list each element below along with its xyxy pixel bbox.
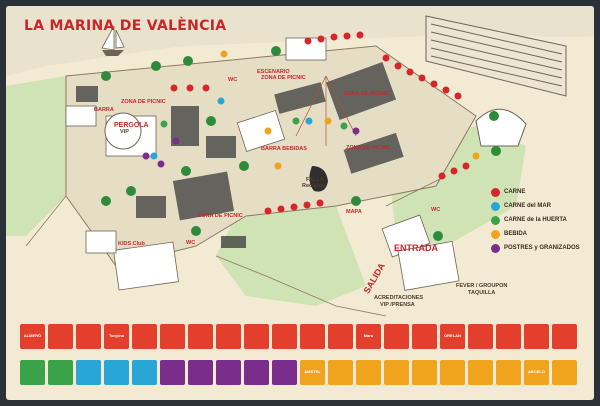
zona-picnic-label-1: ZONA DE PICNIC bbox=[121, 99, 166, 105]
wc-label-3: WC bbox=[431, 207, 441, 213]
sailboat-icon bbox=[101, 25, 125, 56]
sponsor-logo bbox=[412, 324, 437, 349]
sponsor-logo bbox=[496, 360, 521, 385]
map-legend: CARNE CARNE del MAR CARNE de la HUERTA B… bbox=[491, 186, 581, 256]
legend-item-postres: POSTRES y GRANIZADOS bbox=[491, 242, 581, 256]
kids-club-label: KIDS Club bbox=[118, 241, 145, 247]
mapa-label: MAPA bbox=[346, 209, 362, 215]
sponsor-logo: ALMERÓ bbox=[20, 324, 45, 349]
sponsor-logo bbox=[188, 324, 213, 349]
legend-label: CARNE de la HUERTA bbox=[504, 217, 567, 223]
legend-item-carne: CARNE bbox=[491, 186, 581, 200]
sponsor-logo bbox=[20, 360, 45, 385]
sponsor-logo bbox=[76, 360, 101, 385]
sponsor-logos: ALMERÓ Tonyina Maru ORELAN AMSTEL ABCELO bbox=[20, 324, 580, 396]
sponsor-logo bbox=[48, 324, 73, 349]
barra-bebidas-label: BARRA BEBIDAS bbox=[261, 146, 307, 152]
grass-center bbox=[216, 206, 366, 306]
falla-icon bbox=[309, 166, 328, 192]
legend-dot bbox=[491, 202, 500, 211]
sponsor-logo bbox=[412, 360, 437, 385]
sponsor-logo bbox=[216, 360, 241, 385]
sponsor-logo bbox=[552, 324, 577, 349]
sponsor-logo bbox=[384, 324, 409, 349]
legend-item-carne-huerta: CARNE de la HUERTA bbox=[491, 214, 581, 228]
legend-label: BEBIDA bbox=[504, 231, 528, 237]
legend-dot bbox=[491, 244, 500, 253]
vendor-dots bbox=[142, 31, 480, 215]
legend-item-bebida: BEBIDA bbox=[491, 228, 581, 242]
sponsor-logo bbox=[300, 324, 325, 349]
sponsor-logo bbox=[244, 360, 269, 385]
pergola-label: PERGOLA bbox=[114, 122, 149, 129]
sponsor-logo bbox=[132, 324, 157, 349]
sponsor-logo bbox=[552, 360, 577, 385]
zona-picnic-label-2: ZONA DE PICNIC bbox=[261, 75, 306, 81]
sponsor-logo bbox=[188, 360, 213, 385]
acreditaciones-label: ACREDITACIONES bbox=[374, 295, 424, 301]
sponsor-logo: ABCELO bbox=[524, 360, 549, 385]
wc-label-1: WC bbox=[228, 77, 238, 83]
sponsor-logo: ORELAN bbox=[440, 324, 465, 349]
falla-label: FALLA bbox=[306, 177, 324, 183]
grass-left bbox=[6, 76, 66, 236]
sponsor-logo bbox=[272, 324, 297, 349]
map-title: LA MARINA DE VALÈNCIA bbox=[24, 18, 227, 34]
sponsor-logo: AMSTEL bbox=[300, 360, 325, 385]
wc-label-2: WC bbox=[186, 240, 196, 246]
tent bbox=[475, 108, 527, 147]
sponsor-logo: Maru bbox=[356, 324, 381, 349]
falla-sub-label: Reciclaje bbox=[302, 183, 326, 189]
legend-dot bbox=[491, 188, 500, 197]
sponsor-logo bbox=[356, 360, 381, 385]
light-strings bbox=[295, 75, 357, 146]
sponsor-logo bbox=[496, 324, 521, 349]
escenario-label: ESCENARIO bbox=[257, 69, 290, 75]
legend-label: CARNE del MAR bbox=[504, 203, 552, 209]
pergola-dome bbox=[104, 112, 142, 150]
zona-picnic-label-5: ZONA DE PICNIC bbox=[198, 213, 243, 219]
sponsor-logo bbox=[524, 324, 549, 349]
sponsor-logo bbox=[132, 360, 157, 385]
barra-label: BARRA bbox=[94, 107, 114, 113]
entrada-label: ENTRADA bbox=[394, 243, 438, 253]
sponsor-logo bbox=[468, 324, 493, 349]
sponsor-logo bbox=[468, 360, 493, 385]
sponsor-logo bbox=[272, 360, 297, 385]
legend-label: POSTRES y GRANIZADOS bbox=[504, 245, 580, 251]
sponsor-logo bbox=[48, 360, 73, 385]
map-illustration bbox=[6, 6, 594, 317]
fever-sub-label: TAQUILLA bbox=[468, 290, 496, 296]
buildings bbox=[65, 37, 460, 291]
sponsor-logo bbox=[328, 324, 353, 349]
zona-picnic-label-3: ZONA DE PICNIC bbox=[344, 91, 389, 97]
sponsor-logo bbox=[384, 360, 409, 385]
legend-dot bbox=[491, 230, 500, 239]
acreditaciones-sub-label: VIP /PRENSA bbox=[380, 302, 415, 308]
sponsor-logo bbox=[440, 360, 465, 385]
sponsor-logo bbox=[160, 360, 185, 385]
legend-label: CARNE bbox=[504, 189, 526, 195]
legend-item-carne-mar: CARNE del MAR bbox=[491, 200, 581, 214]
sponsor-logo bbox=[104, 360, 129, 385]
tribune bbox=[425, 15, 567, 97]
legend-dot bbox=[491, 216, 500, 225]
zona-picnic-label-4: ZONA DE PICNIC bbox=[346, 145, 391, 151]
sponsor-logo bbox=[244, 324, 269, 349]
sponsor-logo bbox=[76, 324, 101, 349]
paths bbox=[25, 175, 447, 317]
festival-map: LA MARINA DE VALÈNCIA ZONA DE PICNIC ZON… bbox=[6, 6, 594, 400]
sponsor-logo: Tonyina bbox=[104, 324, 129, 349]
palm-trees bbox=[101, 46, 501, 241]
fever-label: FEVER / GROUPON bbox=[456, 283, 508, 289]
sponsor-row-1: ALMERÓ Tonyina Maru ORELAN bbox=[20, 324, 580, 350]
sponsor-logo bbox=[216, 324, 241, 349]
sponsor-logo bbox=[160, 324, 185, 349]
sponsor-row-2: AMSTEL ABCELO bbox=[20, 360, 580, 386]
sponsor-logo bbox=[328, 360, 353, 385]
picnic-tables bbox=[76, 61, 404, 248]
pergola-sub-label: VIP bbox=[120, 129, 129, 135]
